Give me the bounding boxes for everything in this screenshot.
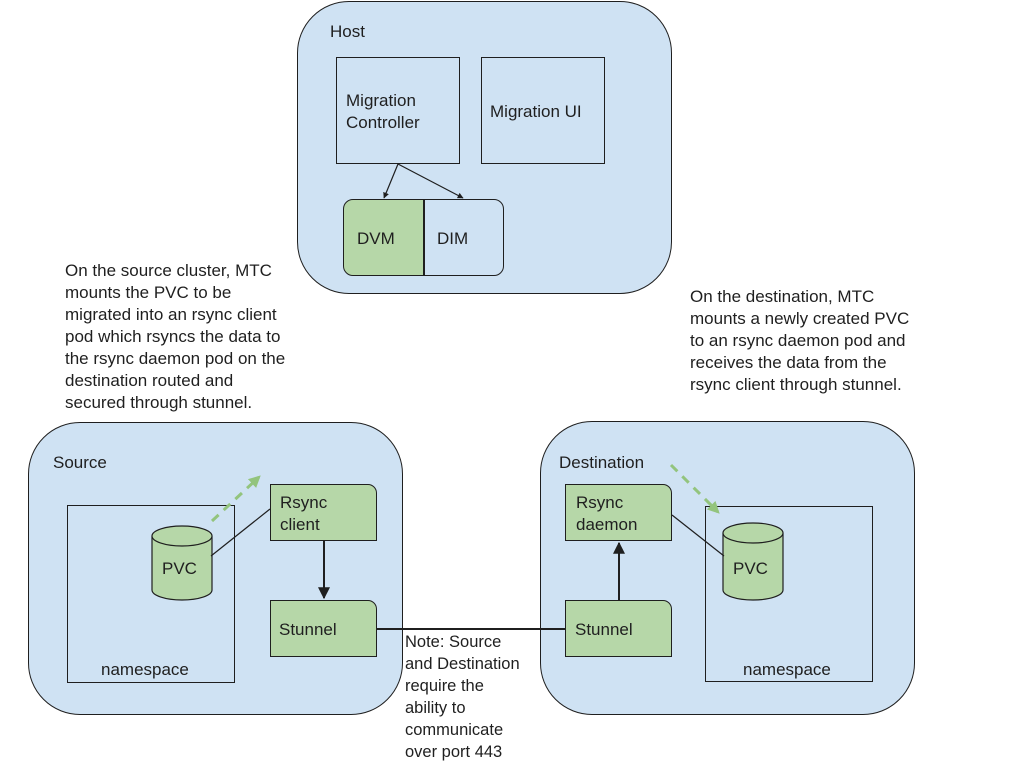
port-note: Note: Source and Destination require the… <box>405 633 520 761</box>
destination-namespace-label: namespace <box>743 660 831 679</box>
source-rsync-client-label: Rsync client <box>280 493 328 534</box>
migration-controller-label: Migration Controller <box>346 91 420 132</box>
source-pvc-cylinder <box>151 525 213 601</box>
source-stunnel-pod <box>270 600 377 657</box>
destination-rsync-daemon-pod <box>565 484 672 541</box>
source-pvc-to-rsync-client-line <box>210 508 271 557</box>
migration-ui-label: Migration UI <box>490 102 582 121</box>
source-namespace-box <box>67 505 235 683</box>
source-pvc-label: PVC <box>162 559 197 578</box>
dim-label: DIM <box>437 229 469 248</box>
dim-box <box>424 199 504 276</box>
controller-to-dim-arrow <box>397 163 464 199</box>
migration-ui-box <box>481 57 605 164</box>
destination-pvc-label: PVC <box>733 559 768 578</box>
destination-stunnel-label: Stunnel <box>575 620 633 639</box>
destination-data-flow-arrow <box>669 463 720 514</box>
host-title: Host <box>330 22 365 41</box>
migration-controller-box <box>336 57 460 164</box>
source-stunnel-label: Stunnel <box>279 620 337 639</box>
destination-namespace-box <box>705 506 873 682</box>
dvm-label: DVM <box>357 229 395 248</box>
dvm-box <box>343 199 424 276</box>
source-cluster <box>28 422 403 715</box>
destination-rsync-daemon-label: Rsync daemon <box>576 493 638 534</box>
source-data-flow-arrow <box>210 475 261 523</box>
destination-rsync-daemon-to-pvc-line <box>671 514 725 557</box>
source-rsync-client-pod <box>270 484 377 541</box>
destination-pvc-cylinder <box>722 522 784 601</box>
destination-stunnel-pod <box>565 600 672 657</box>
controller-to-dvm-arrow <box>383 163 399 199</box>
destination-description: On the destination, MTC mounts a newly c… <box>690 287 910 394</box>
source-title: Source <box>53 453 107 472</box>
destination-title: Destination <box>559 453 645 472</box>
source-description: On the source cluster, MTC mounts the PV… <box>65 261 286 412</box>
source-namespace-label: namespace <box>101 660 189 679</box>
